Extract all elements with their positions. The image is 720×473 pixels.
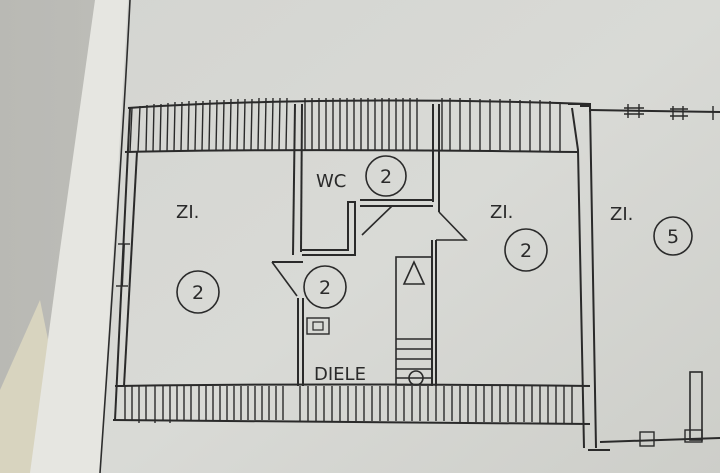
sheet-edge: [30, 0, 130, 473]
room-small-number-circle: [303, 265, 347, 309]
room-middle-label: ZI.: [490, 202, 513, 223]
room-wc-label: WC: [316, 171, 346, 192]
room-middle-number-circle: [504, 228, 548, 272]
room-middle-number: 2: [520, 240, 532, 262]
room-small-number: 2: [319, 277, 331, 299]
room-right-number: 5: [667, 226, 679, 248]
top-hatch: [129, 97, 561, 153]
room-right-number-circle: [653, 216, 693, 256]
paper-sheet: [100, 0, 720, 473]
room-left-number: 2: [192, 282, 204, 304]
room-wc-number-circle: [365, 155, 407, 197]
room-labels: ZI. 2 WC 2 2 ZI. 2 ZI. 5 DIELE: [176, 155, 693, 385]
room-left-number-circle: [176, 270, 220, 314]
hall-label: DIELE: [314, 364, 366, 385]
room-left-label: ZI.: [176, 202, 199, 223]
room-right-label: ZI.: [610, 204, 633, 225]
bottom-hatch: [124, 386, 573, 423]
room-wc-number: 2: [380, 166, 392, 188]
